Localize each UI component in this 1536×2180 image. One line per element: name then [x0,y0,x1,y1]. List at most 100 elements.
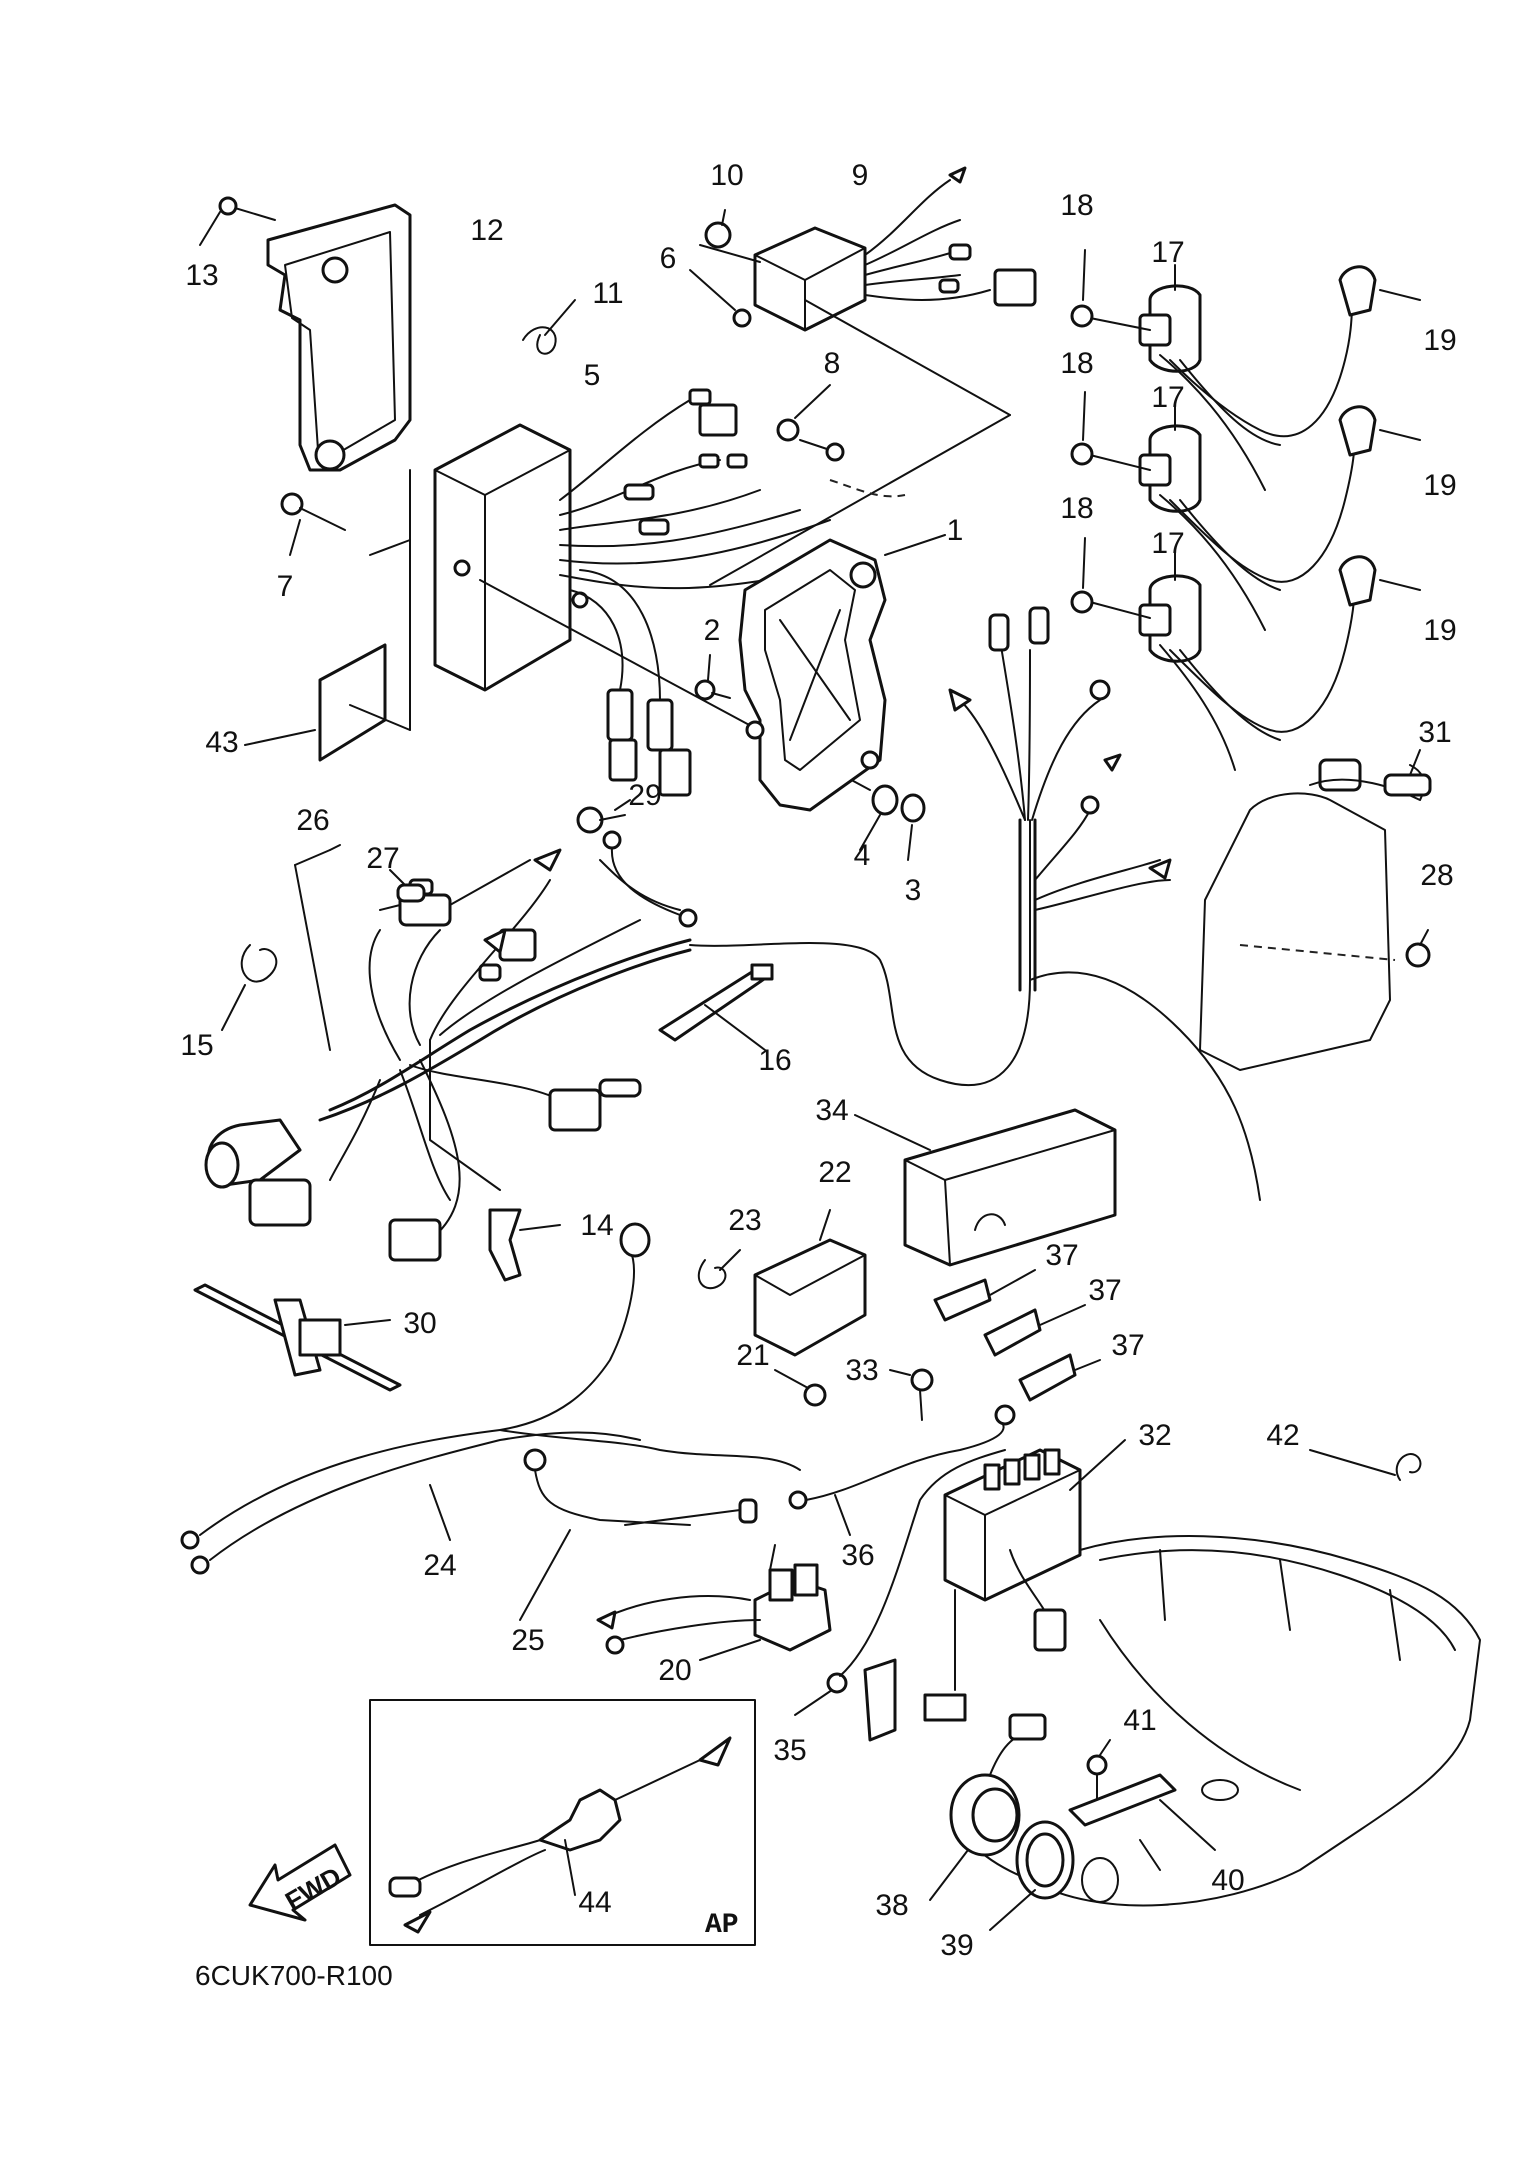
part-11-clip [522,299,576,355]
part-24-battery-cable [180,1222,801,1575]
callout-36: 36 [841,1539,874,1572]
callout-32: 32 [1138,1419,1171,1452]
part-41-screw [1086,1739,1111,1801]
part-17-ignition-coil-1 [1089,265,1377,491]
leader-line [1379,289,1421,301]
part-20-relay [596,1544,832,1661]
callout-17: 17 [1151,236,1184,269]
part-4-washer [859,784,899,851]
callout-26: 26 [296,804,329,837]
part-17-ignition-coil-3 [1089,555,1377,771]
part-28-screw [1405,929,1431,968]
callout-13: 13 [185,259,218,292]
part-32-relay-block [943,1439,1126,1691]
leader-line [709,414,1011,586]
callout-38: 38 [875,1889,908,1922]
callout-37: 37 [1111,1329,1144,1362]
callout-37: 37 [1088,1274,1121,1307]
engine-outline [1199,792,1391,1071]
part-29-screw [576,799,698,928]
leader-line [329,844,341,851]
leader-line [294,864,331,1051]
callout-8: 8 [824,347,841,380]
callout-18: 18 [1060,492,1093,525]
callout-33: 33 [845,1354,878,1387]
inset-label: AP [705,1910,739,1941]
part-14-holder [429,1039,561,1282]
part-17-ignition-coil-2 [1089,405,1377,631]
part-36-cable [788,1404,1016,1536]
callout-14: 14 [580,1209,613,1242]
leader-line [804,299,1011,416]
part-3-nut [900,793,926,861]
callout-3: 3 [905,874,922,907]
connector [863,1658,897,1742]
callout-44: 44 [578,1886,611,1919]
callout-12: 12 [470,214,503,247]
part-8-screw [776,384,845,462]
part-10-screw [699,209,761,263]
callout-35: 35 [773,1734,806,1767]
part-5-cdi-unit [433,388,861,797]
leader-line [1379,579,1421,591]
callout-9: 9 [852,159,869,192]
part-12-cover [266,203,412,472]
callout-20: 20 [658,1654,691,1687]
leader-line [369,539,411,556]
part-39-seal [989,1820,1075,1931]
part-16-cable-tie [658,963,774,1051]
part-6-screw [689,269,752,328]
part-13-bolt [199,196,276,246]
callout-22: 22 [818,1156,851,1189]
callout-42: 42 [1266,1419,1299,1452]
part-22-cap [753,1209,867,1357]
callout-30: 30 [403,1307,436,1340]
callout-31: 31 [1418,716,1451,749]
callout-10: 10 [710,159,743,192]
part-26-wire-harness [204,606,1261,1262]
part-37-cap-3 [1018,1353,1101,1402]
callout-19: 19 [1423,324,1456,357]
callout-18: 18 [1060,347,1093,380]
callout-24: 24 [423,1549,456,1582]
callout-2: 2 [704,614,721,647]
callout-39: 39 [940,1929,973,1962]
part-35-cable [794,1449,1006,1716]
dashed-leader [829,479,906,498]
callout-27: 27 [366,842,399,875]
part-38-grommet [929,1713,1047,1901]
dashed-leader [1239,944,1396,961]
part-37-cap-2 [983,1304,1086,1357]
part-37-cap-1 [933,1269,1036,1322]
callout-4: 4 [854,839,871,872]
callout-5: 5 [584,359,601,392]
callout-7: 7 [277,570,294,603]
callout-37: 37 [1045,1239,1078,1272]
part-18-bolt-1 [1070,249,1094,328]
part-18-bolt-3 [1070,537,1094,614]
callout-21: 21 [736,1339,769,1372]
part-33-screw [889,1368,934,1421]
leader-line [1379,429,1421,441]
part-34-cover [854,1108,1117,1267]
part-42-clip [1309,1449,1422,1481]
part-43-label [244,643,411,762]
part-1-bracket [738,534,946,812]
leader-line [294,849,331,866]
callout-25: 25 [511,1624,544,1657]
part-27-plug [389,869,426,903]
part-18-bolt-2 [1070,391,1094,466]
callout-11: 11 [592,277,623,310]
part-23-clip [697,1249,741,1290]
callout-6: 6 [660,242,677,275]
callout-28: 28 [1420,859,1453,892]
part-15-clamp [221,944,278,1031]
callout-17: 17 [1151,527,1184,560]
part-21-screw [774,1369,827,1407]
callout-29: 29 [628,779,661,812]
callout-17: 17 [1151,381,1184,414]
callout-19: 19 [1423,469,1456,502]
inset-box-ap [369,1699,756,1946]
connector [923,1693,967,1722]
